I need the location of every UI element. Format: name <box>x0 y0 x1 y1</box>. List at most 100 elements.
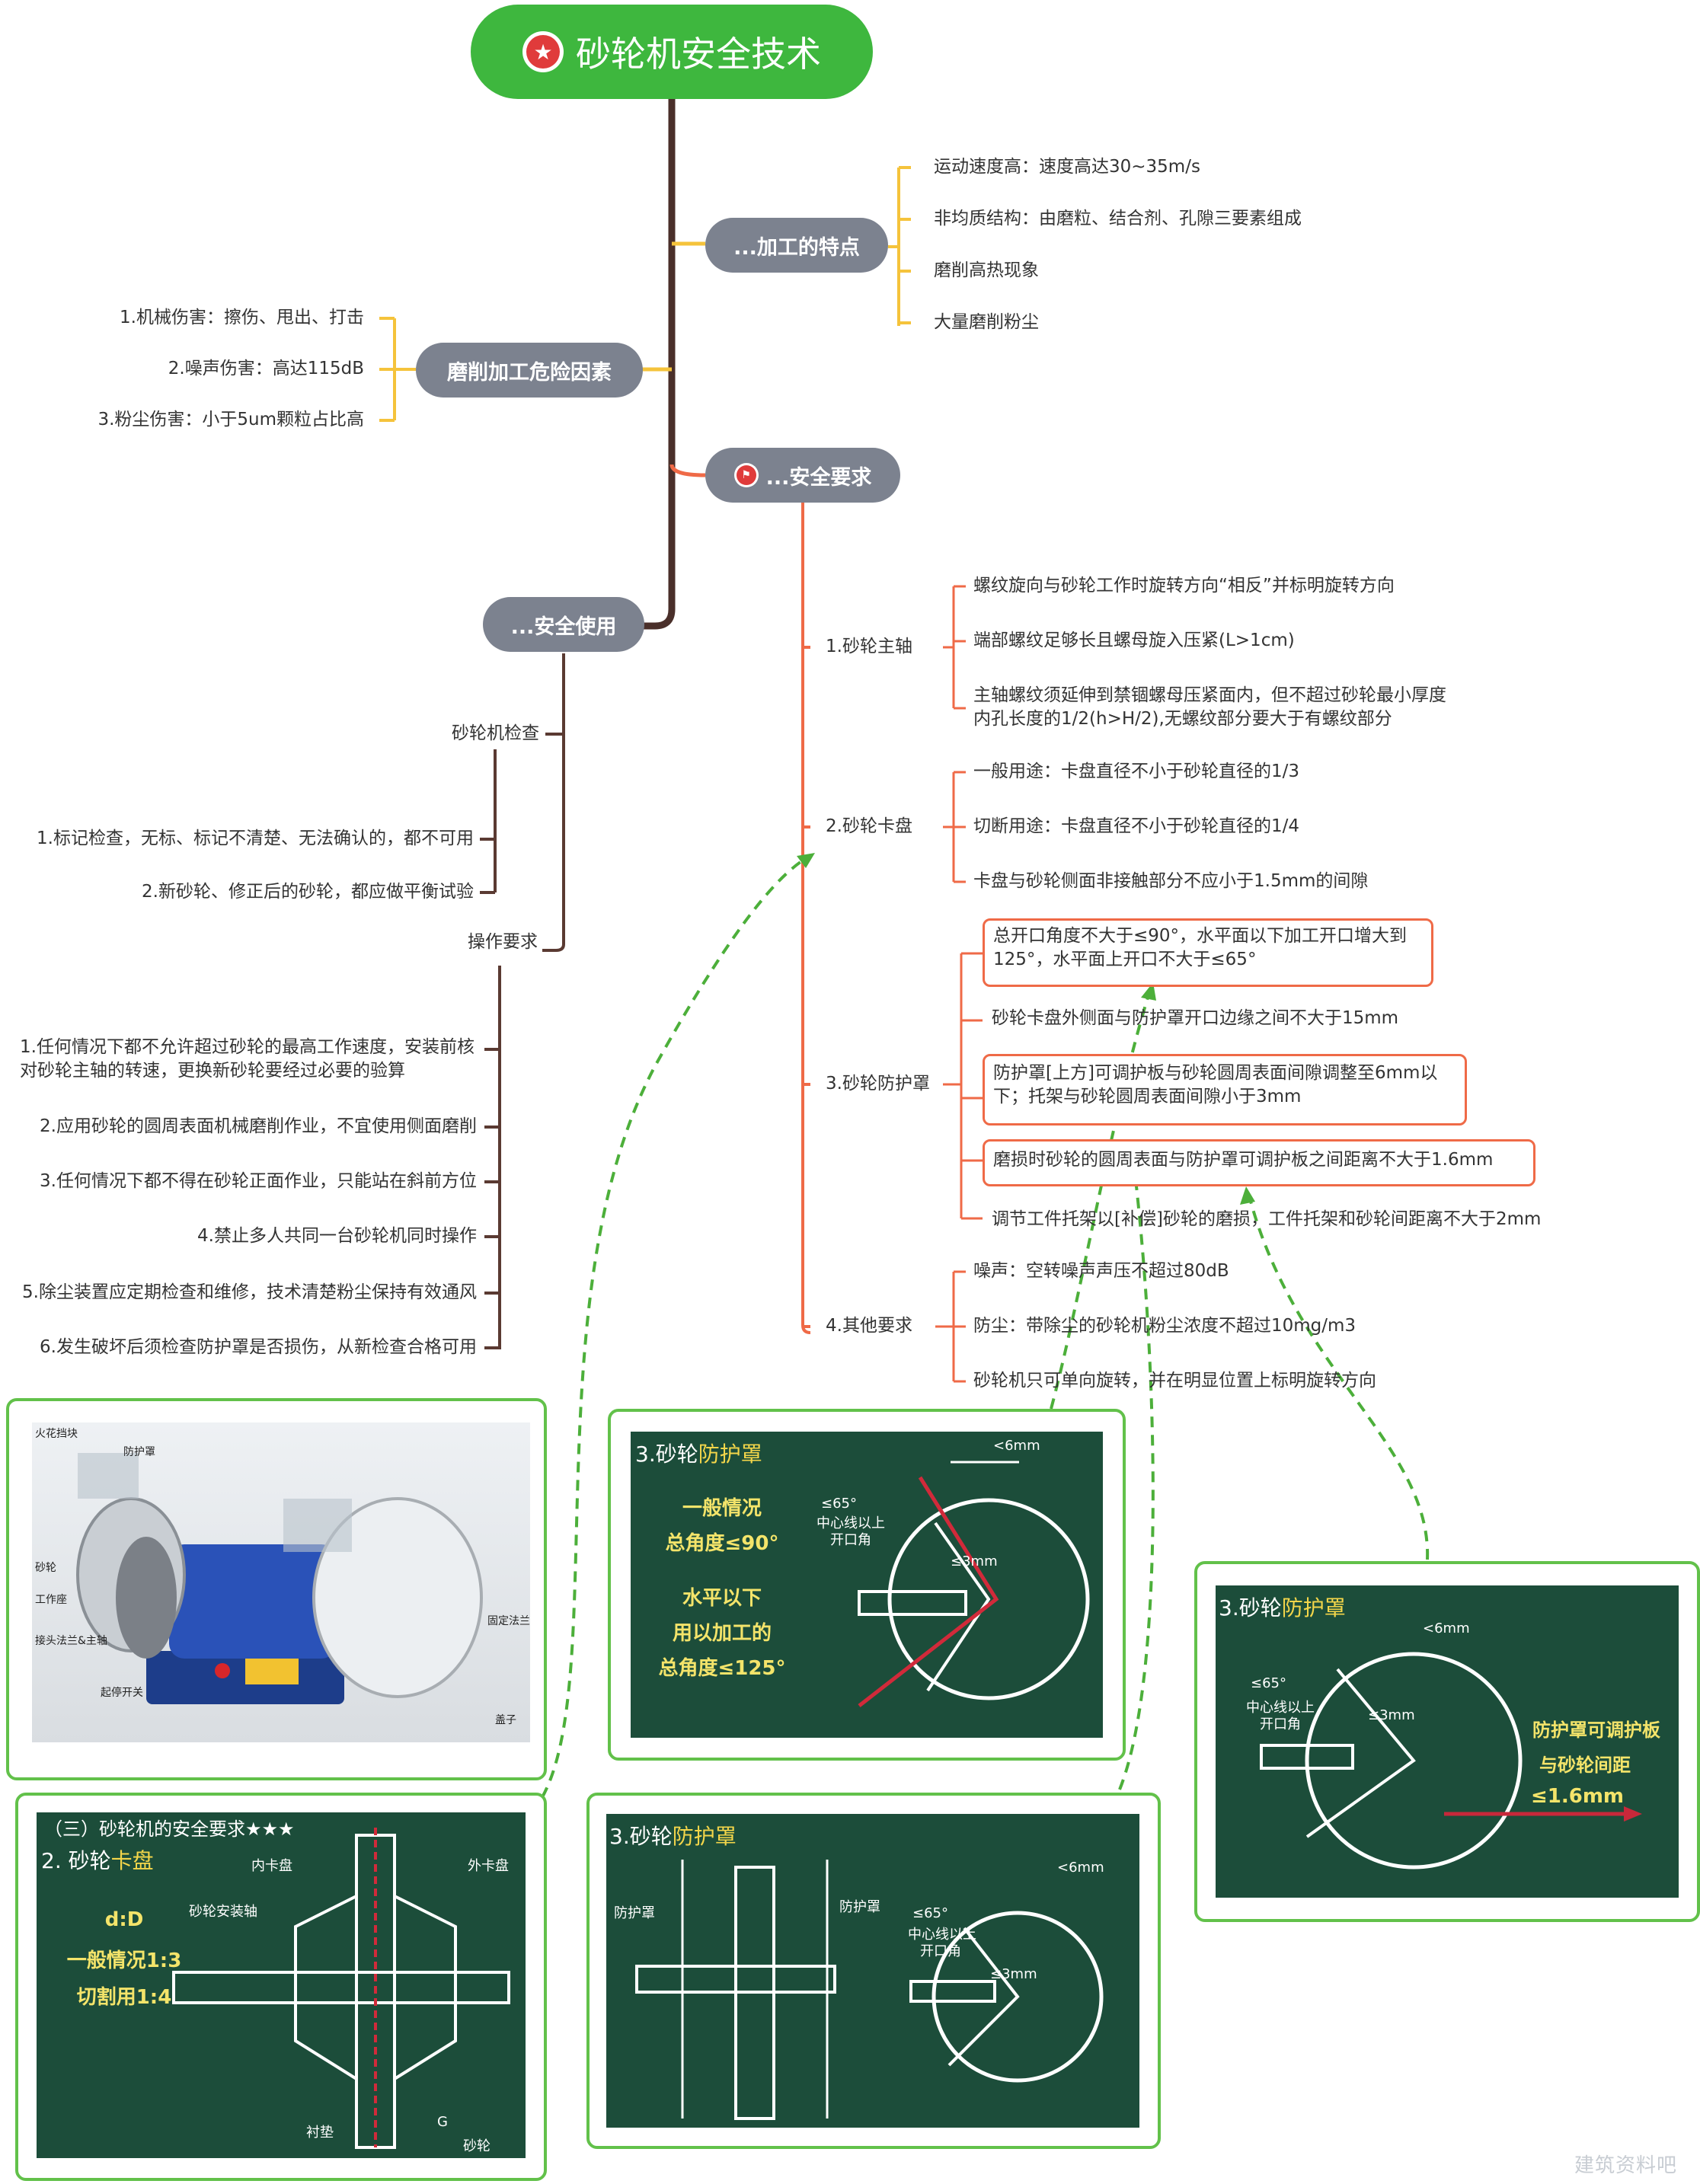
ops-item: 3.任何情况下都不得在砂轮正面作业，只能站在斜前方位 <box>40 1171 477 1191</box>
safety-flange-label[interactable]: 2.砂轮卡盘 <box>826 816 912 836</box>
image-guard-board-1[interactable]: 3.砂轮防护罩 一般情况 总角度≤90° 水平以下 用以加工的 总角度≤125°… <box>608 1409 1126 1761</box>
image-grinder-photo[interactable]: 火花挡块 防护罩 砂轮 工作座 接头法兰&主轴 起停开关 固定法兰 盖子 <box>6 1398 547 1780</box>
check-item: 2.新砂轮、修正后的砂轮，都应做平衡试验 <box>142 882 474 902</box>
board-mark: 内卡盘 <box>251 1858 292 1874</box>
feature-item: 磨削高热现象 <box>934 260 1039 280</box>
feature-item: 非均质结构：由磨粒、结合剂、孔隙三要素组成 <box>934 209 1302 228</box>
grinder-photo: 火花挡块 防护罩 砂轮 工作座 接头法兰&主轴 起停开关 固定法兰 盖子 <box>32 1422 530 1742</box>
spindle-item: 主轴螺纹须延伸到禁锢螺母压紧面内，但不超过砂轮最小厚度内孔长度的1/2(h>H/… <box>973 685 1446 729</box>
safety-other-label[interactable]: 4.其他要求 <box>826 1316 912 1336</box>
node-hazards[interactable]: 磨削加工危险因素 <box>416 343 643 398</box>
hazard-item: 1.机械伤害：擦伤、甩出、打击 <box>120 308 364 327</box>
photo-label: 火花挡块 <box>35 1428 78 1440</box>
guard-diagram-1 <box>858 1461 1090 1707</box>
feature-item: 大量磨削粉尘 <box>934 312 1039 332</box>
flange-item: 卡盘与砂轮侧面非接触部分不应小于1.5mm的间隙 <box>973 871 1369 891</box>
guard-board-1: 3.砂轮防护罩 一般情况 总角度≤90° 水平以下 用以加工的 总角度≤125°… <box>631 1432 1103 1738</box>
board-mark: 外卡盘 <box>468 1858 509 1874</box>
grinder-drawing <box>76 1453 483 1704</box>
board-mark: ≤3mm <box>990 1966 1037 1982</box>
flange-board: （三）砂轮机的安全要求★★★ 2. 砂轮卡盘 d:D 一般情况1:3 切割用1:… <box>37 1812 526 2158</box>
board-mark: 开口角 <box>830 1532 871 1548</box>
guard-item: 磨损时砂轮的圆周表面与防护罩可调护板之间距离不大于1.6mm <box>993 1150 1494 1170</box>
flange-diagram <box>172 1828 510 2149</box>
other-item: 防尘：带除尘的砂轮机粉尘浓度不超过10mg/m3 <box>973 1316 1356 1336</box>
ops-item: 1.任何情况下都不允许超过砂轮的最高工作速度，安装前核对砂轮主轴的转速，更换新砂… <box>20 1037 475 1081</box>
board-big-text: 一般情况 <box>682 1497 762 1520</box>
feature-item: 运动速度高：速度高达30~35m/s <box>934 157 1200 177</box>
hazard-item: 3.粉尘伤害：小于5um颗粒占比高 <box>97 410 364 429</box>
board-title: 2. 砂轮卡盘 <box>41 1848 154 1873</box>
board-mark: ≤65° <box>821 1496 857 1512</box>
star-badge-icon: ★ <box>522 31 564 72</box>
usage-check-label[interactable]: 砂轮机检查 <box>452 723 539 743</box>
board-mark: 开口角 <box>920 1943 961 1959</box>
ops-item: 5.除尘装置应定期检查和维修，技术清楚粉尘保持有效通风 <box>22 1282 477 1302</box>
usage-ops-label[interactable]: 操作要求 <box>468 932 538 952</box>
safety-guard-label[interactable]: 3.砂轮防护罩 <box>826 1074 930 1094</box>
board-mark: 衬垫 <box>306 2125 334 2141</box>
photo-label: 接头法兰&主轴 <box>35 1635 107 1647</box>
board-title: 3.砂轮防护罩 <box>609 1824 737 1849</box>
other-item: 噪声：空转噪声声压不超过80dB <box>973 1261 1229 1281</box>
board-mark: 防护罩 <box>839 1899 880 1915</box>
guard-item-highlight <box>983 1139 1535 1186</box>
photo-label: 盖子 <box>495 1714 516 1726</box>
node-features[interactable]: ...加工的特点 <box>705 218 888 273</box>
image-flange-board[interactable]: （三）砂轮机的安全要求★★★ 2. 砂轮卡盘 d:D 一般情况1:3 切割用1:… <box>15 1793 547 2181</box>
other-item: 砂轮机只可单向旋转，并在明显位置上标明旋转方向 <box>973 1371 1376 1391</box>
board-big-text: 水平以下 <box>682 1587 762 1610</box>
photo-label: 砂轮 <box>35 1562 56 1574</box>
guard-item: 总开口角度不大于≤90°，水平面以下加工开口增大到125°，水平面上开口不大于≤… <box>993 926 1408 969</box>
spindle-item: 螺纹旋向与砂轮工作时旋转方向“相反”并标明旋转方向 <box>973 576 1395 595</box>
guard-diagram-3 <box>1260 1652 1642 1869</box>
hazard-item: 2.噪声伤害：高达115dB <box>168 359 364 378</box>
board-header: （三）砂轮机的安全要求★★★ <box>44 1818 295 1840</box>
board-mark: 防护罩 <box>614 1905 655 1921</box>
node-safety[interactable]: ⚑ ...安全要求 <box>705 448 900 503</box>
board-big-text: d:D <box>104 1908 144 1931</box>
board-mark: ≤3mm <box>951 1553 998 1569</box>
board-big-text: 用以加工的 <box>672 1622 772 1645</box>
board-title: 3.砂轮防护罩 <box>635 1442 762 1467</box>
guard-item: 调节工件托架以[补偿]砂轮的磨损，工件托架和砂轮间距离不大于2mm <box>992 1209 1542 1229</box>
board-mark: ≤65° <box>1251 1675 1286 1691</box>
root-title: 砂轮机安全技术 <box>576 34 821 75</box>
board-mark: ≤65° <box>912 1905 948 1921</box>
board-big-text: 防护罩可调护板 <box>1532 1719 1660 1741</box>
guard-item-highlight <box>983 918 1433 987</box>
photo-label: 防护罩 <box>123 1446 155 1458</box>
board-mark: 砂轮安装轴 <box>189 1904 257 1920</box>
node-features-label: ...加工的特点 <box>733 235 860 260</box>
trunk-line <box>640 99 676 630</box>
board-mark: <6mm <box>993 1438 1040 1454</box>
safety-spindle-label[interactable]: 1.砂轮主轴 <box>826 637 912 656</box>
board-big-text: 总角度≤125° <box>658 1657 786 1680</box>
flange-item: 一般用途：卡盘直径不小于砂轮直径的1/3 <box>973 762 1300 781</box>
board-big-text: 一般情况1:3 <box>66 1949 182 1972</box>
ops-item: 6.发生破坏后须检查防护罩是否损伤，从新检查合格可用 <box>40 1337 477 1357</box>
board-mark: <6mm <box>1057 1860 1104 1876</box>
node-hazards-label: 磨削加工危险因素 <box>447 360 612 385</box>
image-guard-board-2[interactable]: 3.砂轮防护罩 防护罩 防护罩 ≤65° 中心线以上 开口角 <6mm ≤3mm <box>586 1793 1161 2149</box>
board-mark: ≤3mm <box>1368 1707 1415 1723</box>
board-mark: 砂轮 <box>463 2138 491 2154</box>
board-mark: 中心线以上 <box>1246 1700 1315 1716</box>
board-mark: 中心线以上 <box>816 1515 885 1531</box>
spindle-item: 端部螺纹足够长且螺母旋入压紧(L>1cm) <box>973 631 1295 650</box>
watermark: 建筑资料吧 <box>1574 2154 1677 2177</box>
board-big-text: 切割用1:4 <box>76 1986 172 2009</box>
node-usage[interactable]: ...安全使用 <box>483 597 644 652</box>
board-mark: G <box>437 2114 448 2130</box>
guard-board-2: 3.砂轮防护罩 防护罩 防护罩 ≤65° 中心线以上 开口角 <6mm ≤3mm <box>606 1814 1139 2128</box>
guard-item-highlight <box>983 1054 1467 1126</box>
photo-label: 固定法兰 <box>487 1615 530 1627</box>
image-guard-board-3[interactable]: 3.砂轮防护罩 防护罩可调护板 与砂轮间距 ≤1.6mm ≤65° 中心线以上 … <box>1194 1561 1700 1922</box>
guard-board-3: 3.砂轮防护罩 防护罩可调护板 与砂轮间距 ≤1.6mm ≤65° 中心线以上 … <box>1216 1585 1679 1898</box>
photo-label: 起停开关 <box>101 1687 143 1699</box>
check-item: 1.标记检查，无标、标记不清楚、无法确认的，都不可用 <box>37 829 474 848</box>
photo-label: 工作座 <box>35 1594 67 1606</box>
board-big-text: 与砂轮间距 <box>1539 1755 1631 1776</box>
root-topic[interactable]: ★ 砂轮机安全技术 <box>471 5 873 99</box>
node-usage-label: ...安全使用 <box>510 615 617 639</box>
